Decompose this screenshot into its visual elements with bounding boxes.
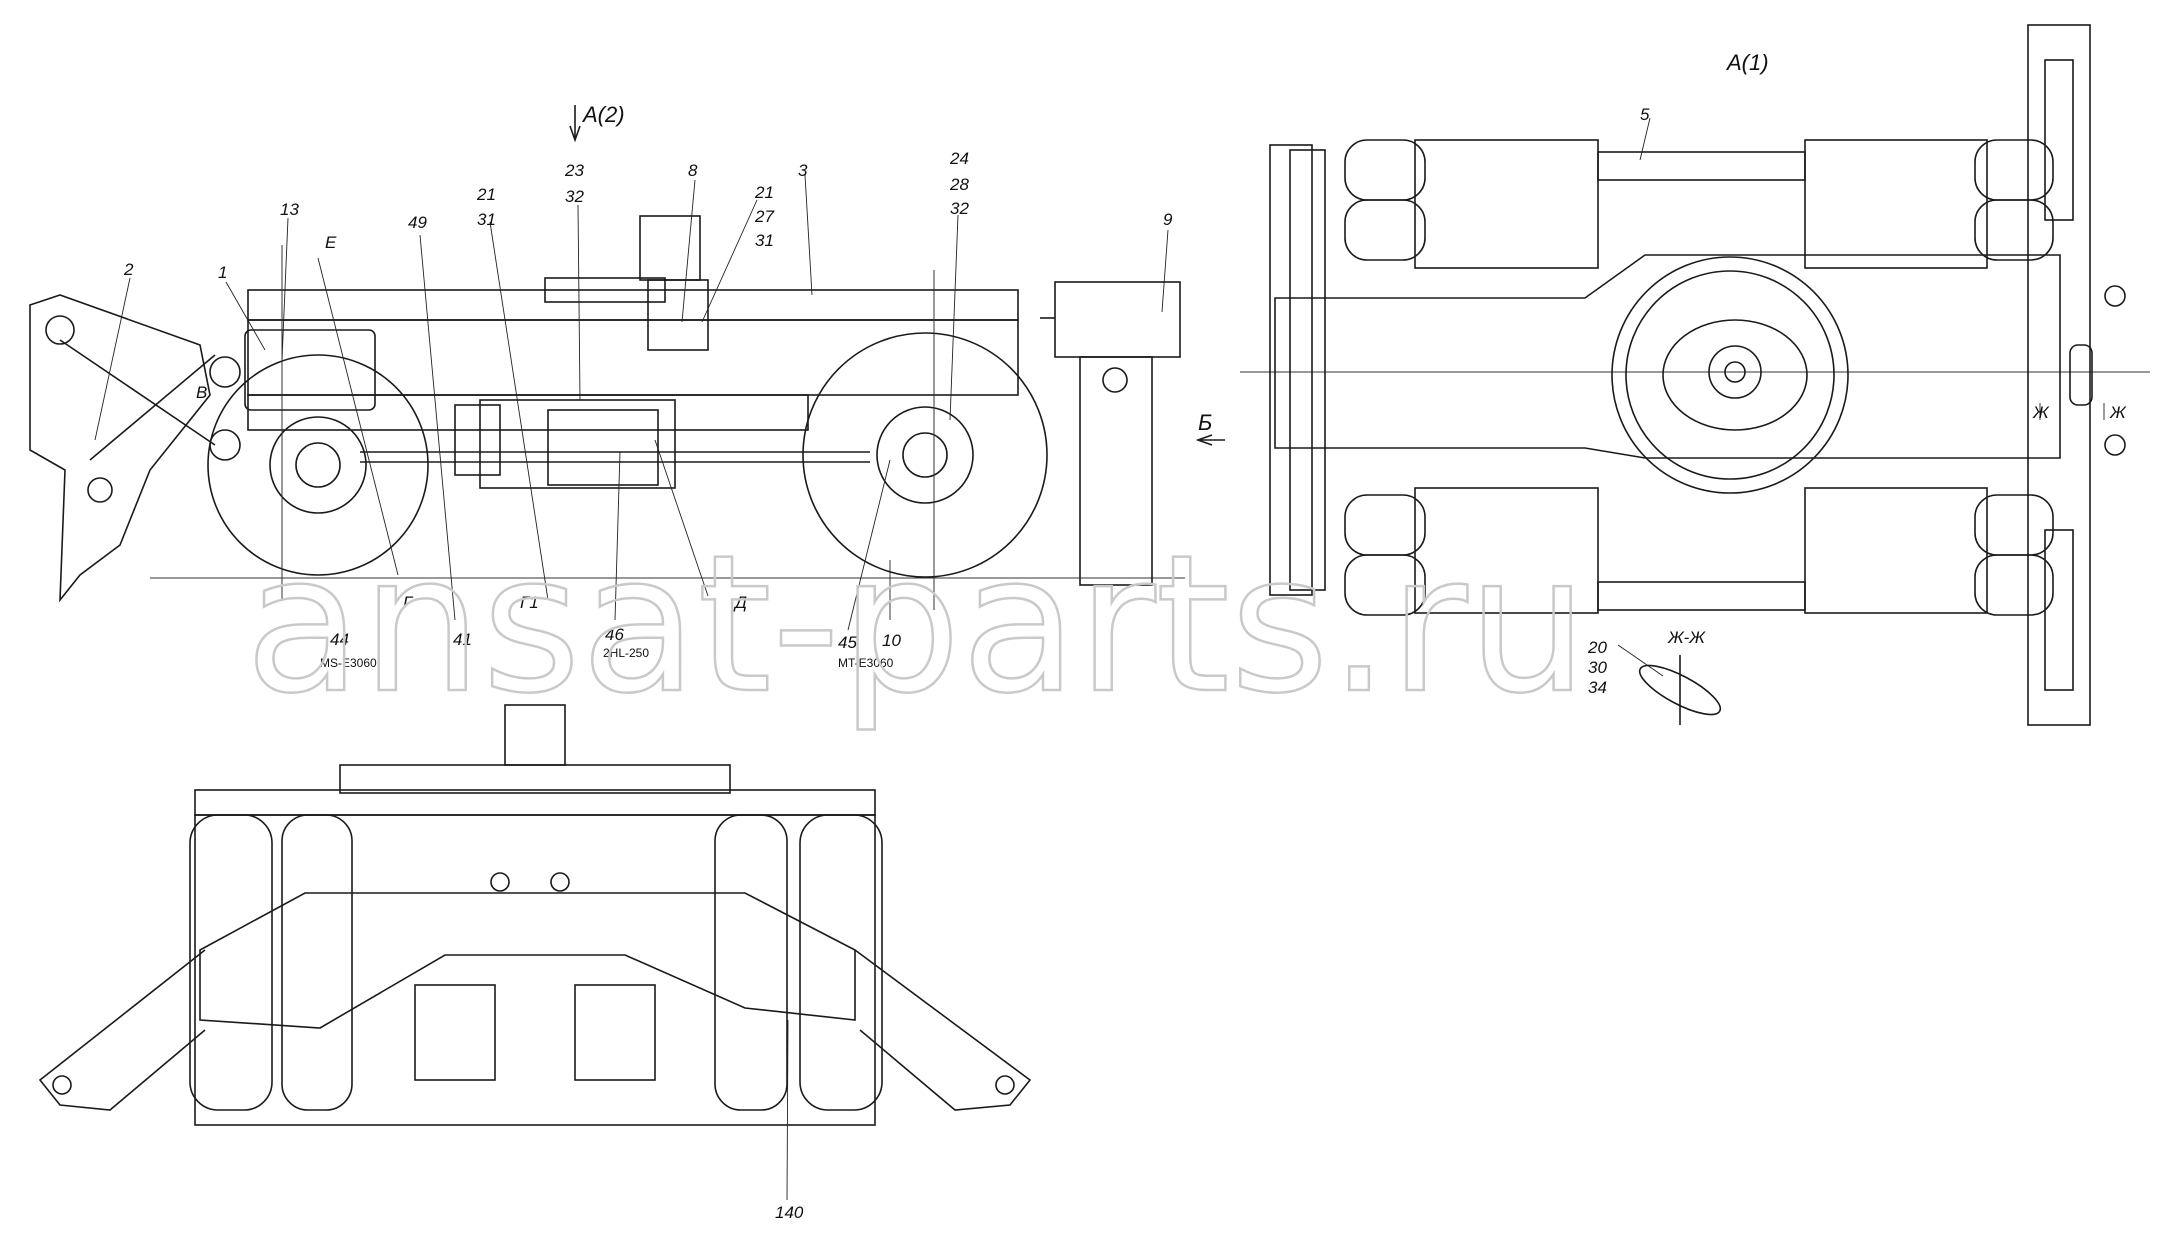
- callout-31-b: 31: [755, 231, 774, 250]
- callout-31-a: 31: [477, 210, 496, 229]
- label-view-a2: А(2): [581, 102, 625, 127]
- label-view-a1: А(1): [1725, 50, 1769, 75]
- plan-view: А(1) 5 Ж Ж Ж-Ж 20 30 34: [1240, 24, 2150, 726]
- section-mark-right: Ж: [2109, 403, 2127, 422]
- callout-3: 3: [798, 161, 808, 180]
- callout-49: 49: [408, 213, 427, 232]
- watermark: ansat-parts.ru: [245, 514, 1588, 735]
- tag-left-axle: MS-E3060: [320, 656, 377, 670]
- callout-45: 45: [838, 633, 857, 652]
- callout-5: 5: [1640, 105, 1650, 124]
- callout-9: 9: [1163, 210, 1173, 229]
- callout-1: 1: [218, 263, 227, 282]
- callout-2: 2: [123, 260, 134, 279]
- callout-46: 46: [605, 625, 624, 644]
- callout-21-b: 21: [754, 183, 774, 202]
- front-view: 140: [38, 704, 1032, 1222]
- callout-8: 8: [688, 161, 698, 180]
- callout-44: 44: [330, 630, 349, 649]
- callout-34: 34: [1588, 678, 1607, 697]
- callout-27: 27: [754, 207, 774, 226]
- tag-right-axle: MT-E3060: [838, 656, 894, 670]
- section-title: Ж-Ж: [1667, 628, 1706, 647]
- tag-gearbox: 2HL-250: [603, 646, 649, 660]
- side-view: А(2) Б 13 2 1 В Е 49 21 31 23 32 8 21 27…: [29, 102, 1225, 670]
- callout-v: В: [196, 383, 207, 402]
- callout-140: 140: [775, 1203, 804, 1222]
- callout-e: Е: [325, 233, 337, 252]
- label-arrow-b: Б: [1198, 410, 1212, 435]
- callout-g: Г: [403, 593, 414, 612]
- callout-32-a: 32: [565, 187, 584, 206]
- callout-g1: Г1: [520, 593, 539, 612]
- callout-20: 20: [1587, 638, 1607, 657]
- callout-10: 10: [882, 631, 901, 650]
- callout-32-b: 32: [950, 199, 969, 218]
- callout-30: 30: [1588, 658, 1607, 677]
- section-mark-left: Ж: [2032, 403, 2050, 422]
- callout-24: 24: [949, 149, 969, 168]
- callout-d: Д: [733, 593, 747, 612]
- callout-23: 23: [564, 161, 584, 180]
- callout-41: 41: [453, 630, 472, 649]
- callout-28: 28: [949, 175, 969, 194]
- callout-13: 13: [280, 200, 299, 219]
- callout-21-a: 21: [476, 185, 496, 204]
